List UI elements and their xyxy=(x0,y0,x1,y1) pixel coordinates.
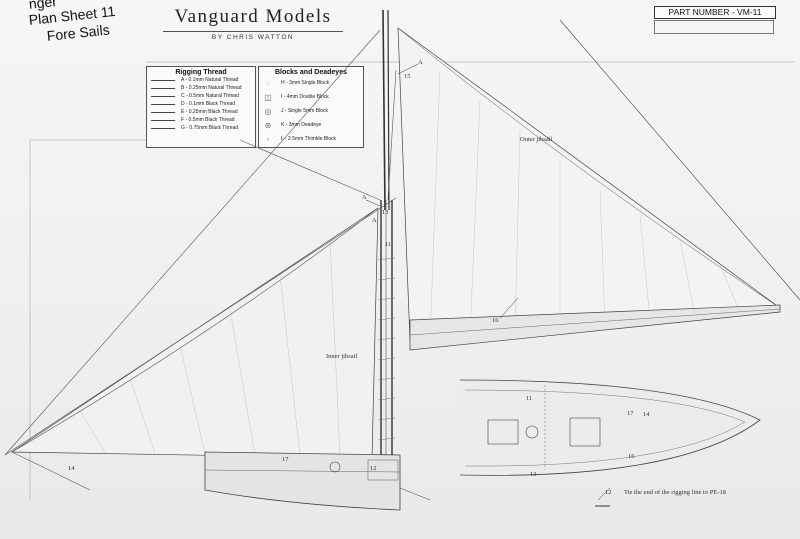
callout-number: 13 xyxy=(530,471,537,478)
legend-row: F - 0.5mm Black Thread xyxy=(147,116,255,124)
copyright-box xyxy=(654,20,774,34)
legend-row: B - 0.25mm Natural Thread xyxy=(147,84,255,92)
legend-label: A - 0.1mm Natural Thread xyxy=(181,77,239,83)
callout-number: 14 xyxy=(68,465,75,472)
deadeye-icon: ⊛ xyxy=(264,120,272,130)
legend-title: Blocks and Deadeyes xyxy=(275,69,347,76)
legend-row: ◎ J - Single 5mm Block xyxy=(259,104,363,118)
hatch xyxy=(487,419,519,445)
bitts xyxy=(367,459,399,481)
thimble-block-icon: ◦ xyxy=(266,134,270,144)
brand-subtitle: BY CHRIS WATTON xyxy=(211,34,295,41)
single-block-icon: ◎ xyxy=(264,106,272,116)
legend-label: J - Single 5mm Block xyxy=(281,108,328,114)
callout-lines xyxy=(365,63,611,501)
callout-letter: A xyxy=(418,59,423,66)
legend-row: D - 0.1mm Black Thread xyxy=(147,100,255,108)
legend-label: C - 0.5mm Natural Thread xyxy=(181,93,239,99)
callout-number: 12 xyxy=(370,465,377,472)
legend-title: Rigging Thread xyxy=(175,69,227,76)
single-block-icon: ◌ xyxy=(265,78,271,88)
callout-number: 13 xyxy=(382,209,389,216)
inner-jibsail xyxy=(10,207,379,459)
capstan-icon xyxy=(525,425,539,439)
legend-label: G - 0.75mm Black Thread xyxy=(181,125,239,131)
legend-row: ◫ I - 4mm Double Block xyxy=(259,90,363,104)
legend-label: D - 0.1mm Black Thread xyxy=(181,101,236,107)
callout-number: 12 xyxy=(605,489,612,496)
thread-swatch xyxy=(151,103,175,105)
legend-label: E - 0.25mm Black Thread xyxy=(181,109,238,115)
outer-jibsail xyxy=(397,27,781,343)
brand-rule xyxy=(163,31,343,32)
rigging-thread-legend: Rigging Thread A - 0.1mm Natural Thread … xyxy=(146,66,256,148)
callout-number: 11 xyxy=(526,395,532,402)
brand-logo: Vanguard Models BY CHRIS WATTON xyxy=(158,6,348,41)
stay-line xyxy=(559,19,800,301)
legend-row: G - 0.75mm Black Thread xyxy=(147,124,255,132)
bowsprit-hull-top xyxy=(409,304,781,351)
callout-letter: A xyxy=(372,217,377,224)
legend-row: ◦ L - 2.5mm Thimble Block xyxy=(259,132,363,146)
legend-label: F - 0.5mm Black Thread xyxy=(181,117,235,123)
legend-row: ◌ H - 3mm Single Block xyxy=(259,76,363,90)
windlass-icon xyxy=(329,461,341,473)
thread-swatch xyxy=(151,79,175,81)
hull-lower xyxy=(204,451,401,511)
thread-swatch xyxy=(151,87,175,89)
legend-row: ⊛ K - 3mm Deadeye xyxy=(259,118,363,132)
callout-number: 11 xyxy=(385,241,391,248)
callout-number: 17 xyxy=(282,456,289,463)
callout-number: 14 xyxy=(643,411,650,418)
legend-label: H - 3mm Single Block xyxy=(281,80,330,86)
rigging-note: Tie the end of the rigging line to PE-18 xyxy=(624,489,726,496)
thread-swatch xyxy=(151,127,175,129)
legend-label: I - 4mm Double Block xyxy=(281,94,329,100)
thread-swatch xyxy=(151,119,175,121)
rigging-lines xyxy=(4,29,431,501)
brand-name: Vanguard Models xyxy=(174,6,332,27)
double-block-icon: ◫ xyxy=(264,92,272,102)
callout-number: 16 xyxy=(492,317,499,324)
part-number-box: PART NUMBER - VM-11 xyxy=(654,6,776,19)
legend-row: A - 0.1mm Natural Thread xyxy=(147,76,255,84)
callout-number: 16 xyxy=(628,453,635,460)
legend-row: C - 0.5mm Natural Thread xyxy=(147,92,255,100)
thread-swatch xyxy=(151,95,175,97)
deck-plan xyxy=(459,379,761,507)
legend-label: L - 2.5mm Thimble Block xyxy=(281,136,337,142)
mast xyxy=(380,9,393,480)
windlass-top xyxy=(569,417,601,447)
ratlines xyxy=(377,257,396,441)
callout-number: 17 xyxy=(627,410,634,417)
blocks-deadeyes-legend: Blocks and Deadeyes ◌ H - 3mm Single Bloc… xyxy=(258,66,364,148)
legend-label: B - 0.25mm Natural Thread xyxy=(181,85,242,91)
legend-label: K - 3mm Deadeye xyxy=(281,122,322,128)
thread-swatch xyxy=(151,111,175,113)
callout-number: 15 xyxy=(404,73,411,80)
callout-letter: A xyxy=(362,194,367,201)
legend-row: E - 0.25mm Black Thread xyxy=(147,108,255,116)
outer-jibsail-label: Outer jibsail xyxy=(520,136,553,143)
inner-jibsail-label: Inner jibsail xyxy=(326,353,357,360)
